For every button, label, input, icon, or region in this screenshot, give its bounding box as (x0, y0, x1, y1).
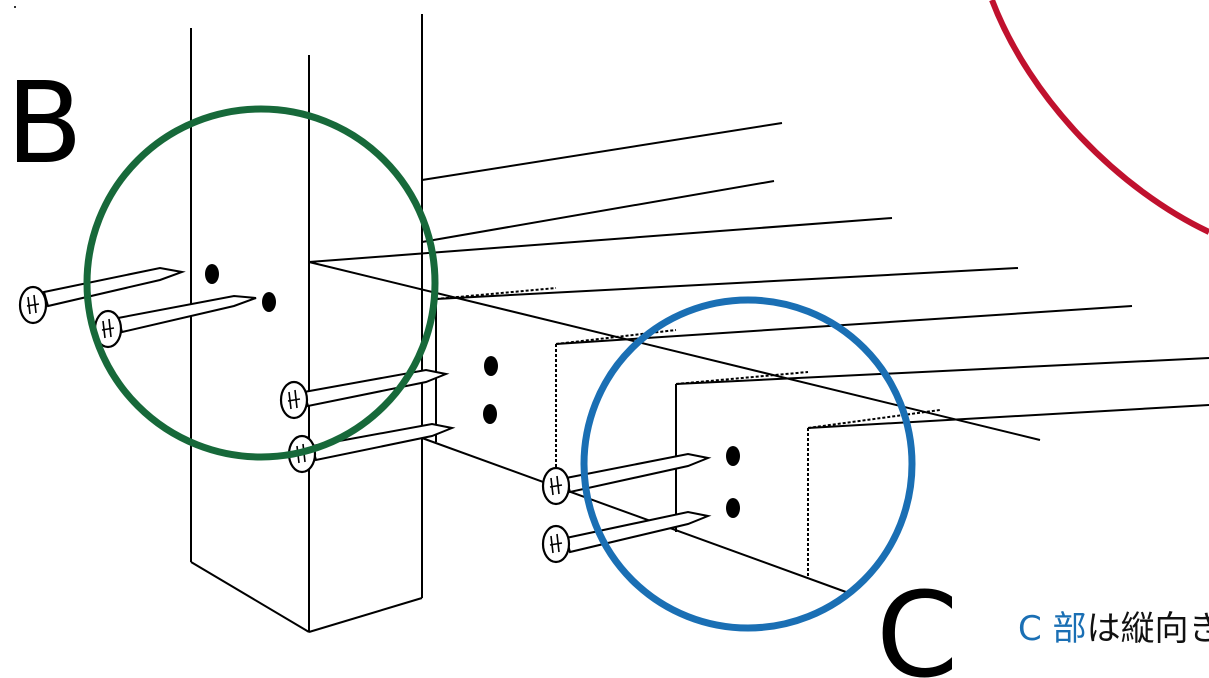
caption-prefix: C 部 (1018, 609, 1087, 649)
nail-icon (18, 266, 712, 564)
label-b: B (6, 59, 83, 189)
hole-icon (205, 264, 740, 518)
vertical-post (190, 14, 423, 633)
detail-circle-a-partial (989, 0, 1209, 235)
corner-mark (14, 6, 16, 8)
detail-circle-c (580, 296, 916, 632)
caption-rest: は縦向き (1086, 609, 1209, 649)
caption-text: C 部は縦向き (1018, 612, 1209, 646)
label-c: C (876, 566, 959, 678)
top-rails (308, 122, 1209, 429)
detail-circle-b (83, 105, 439, 461)
